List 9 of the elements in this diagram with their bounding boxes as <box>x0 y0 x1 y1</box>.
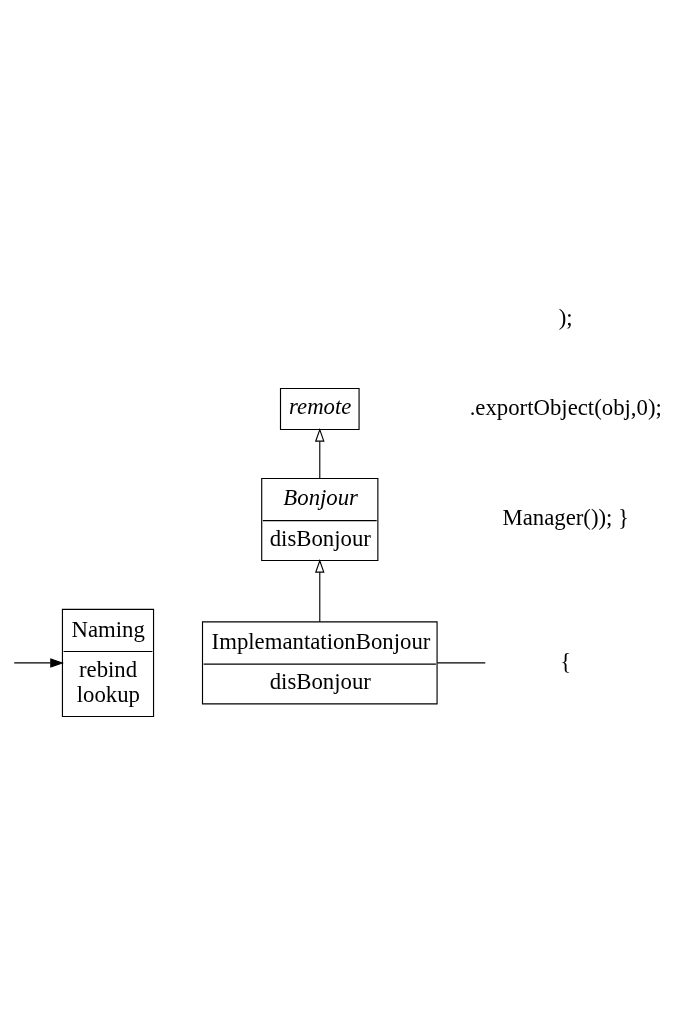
label: Manager()); } <box>502 505 630 531</box>
arrow <box>13 658 64 668</box>
label: ); <box>558 304 573 330</box>
label: { <box>560 648 572 674</box>
arrow <box>315 427 325 479</box>
arrow <box>315 559 325 623</box>
connector <box>436 662 486 664</box>
label: .exportObject(obj,0); <box>469 394 662 420</box>
node-box: remote <box>279 387 360 431</box>
